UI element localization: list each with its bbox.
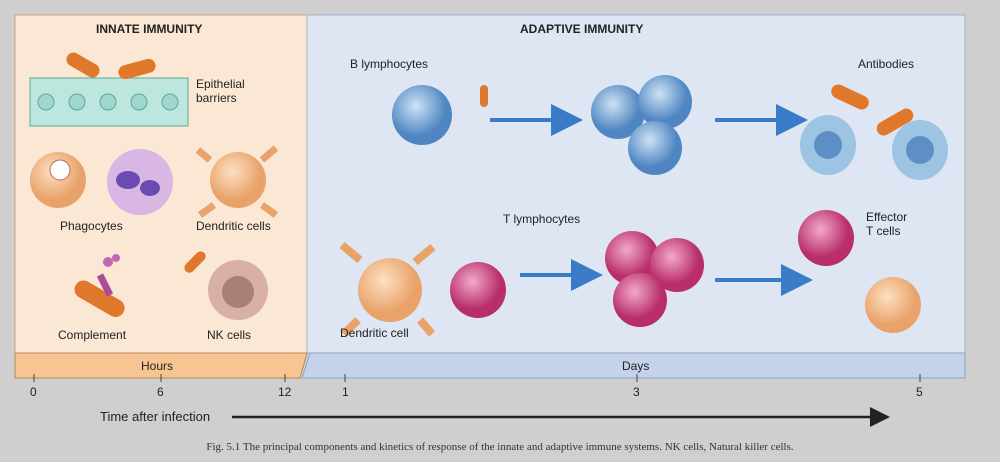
b-lymphocytes-label: B lymphocytes <box>350 57 429 71</box>
b-cell-clones <box>591 75 692 175</box>
ticks <box>33 374 921 382</box>
dendritic-cell-adaptive <box>339 241 436 337</box>
tick-label: 5 <box>916 385 923 399</box>
tick-label: 0 <box>30 385 37 399</box>
t-cell-clones <box>605 231 704 327</box>
innate-title: INNATE IMMUNITY <box>96 22 203 36</box>
dendritic-cell-innate <box>195 145 279 218</box>
antibodies-label: Antibodies <box>858 57 915 71</box>
days-label: Days <box>622 359 650 373</box>
figure-caption: Fig. 5.1 The principal components and ki… <box>206 441 794 453</box>
nk-cell <box>184 251 268 320</box>
dendritic-cells-label: Dendritic cells <box>196 219 271 233</box>
epithelial-label: Epithelial barriers <box>196 77 245 105</box>
hours-label: Hours <box>141 359 174 373</box>
complement <box>74 254 125 317</box>
time-axis-label: Time after infection <box>100 409 211 424</box>
effector-t-cells-label: Effector T cells <box>866 210 908 238</box>
tick-label: 12 <box>278 385 292 399</box>
t-lymphocytes-label: T lymphocytes <box>503 212 581 226</box>
complement-label: Complement <box>58 328 127 342</box>
adaptive-title: ADAPTIVE IMMUNITY <box>520 22 644 36</box>
effector-t-cells <box>798 210 921 333</box>
dendritic-cell-label: Dendritic cell <box>340 326 409 340</box>
plasma-cells-antibodies <box>800 84 948 180</box>
epithelial-barrier <box>29 52 189 127</box>
tick-label: 6 <box>157 385 164 399</box>
b-lymphocyte <box>392 85 488 145</box>
t-lymphocyte <box>450 262 506 318</box>
tick-label: 1 <box>342 385 349 399</box>
phagocytes-label: Phagocytes <box>60 219 123 233</box>
phagocyte-cells <box>30 149 173 215</box>
days-bar <box>301 352 966 379</box>
tick-label: 3 <box>633 385 640 399</box>
hours-bar <box>14 352 308 379</box>
nk-cells-label: NK cells <box>207 328 252 342</box>
